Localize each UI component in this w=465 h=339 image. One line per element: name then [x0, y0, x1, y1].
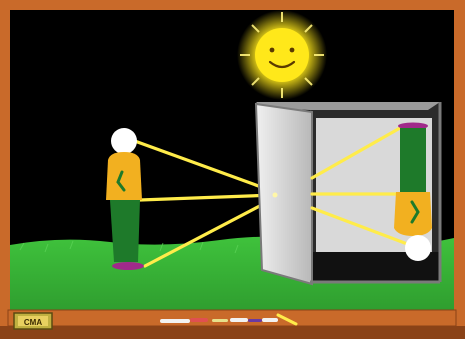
pinhole: [273, 193, 278, 198]
person-pants: [110, 200, 140, 262]
badge-text: CMA: [24, 318, 42, 327]
person-head: [111, 128, 137, 154]
person-shirt: [106, 152, 142, 200]
person-shoes: [112, 262, 144, 270]
inverted-shirt: [394, 192, 432, 236]
badge: CMA: [14, 313, 52, 329]
smiling-sun-icon: [237, 10, 327, 100]
inverted-head: [405, 235, 431, 261]
inverted-pants: [400, 128, 426, 192]
board-frame-shadow: [0, 326, 465, 339]
pinhole-wall: [256, 104, 312, 284]
